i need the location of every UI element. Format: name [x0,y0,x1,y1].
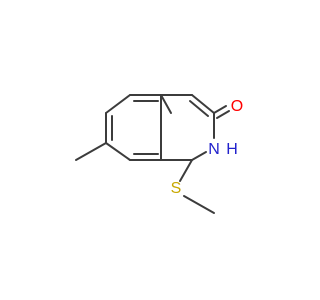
bond-c3-o-double [216,110,230,119]
bond-c7-methyl [75,142,107,161]
bond-c7-c8 [105,142,131,161]
bond-c8a-c4a-ring [160,94,172,114]
oxygen-label: O [231,98,243,115]
structure-diagram: O N H S [75,94,243,214]
bond-c3-o [213,105,227,114]
bond-c4-c3 [191,94,215,114]
bond-s-methyl [183,195,215,214]
bond-c1-s [179,159,193,182]
bond-n2-c1 [191,151,207,161]
bond-c4-c3-double [189,100,209,117]
hydrogen-label: H [226,141,238,158]
bond-c5-c6 [105,94,131,114]
molecule-canvas: O N H S [75,94,243,214]
nitrogen-label: N [208,141,220,158]
sulfur-label: S [171,180,182,197]
